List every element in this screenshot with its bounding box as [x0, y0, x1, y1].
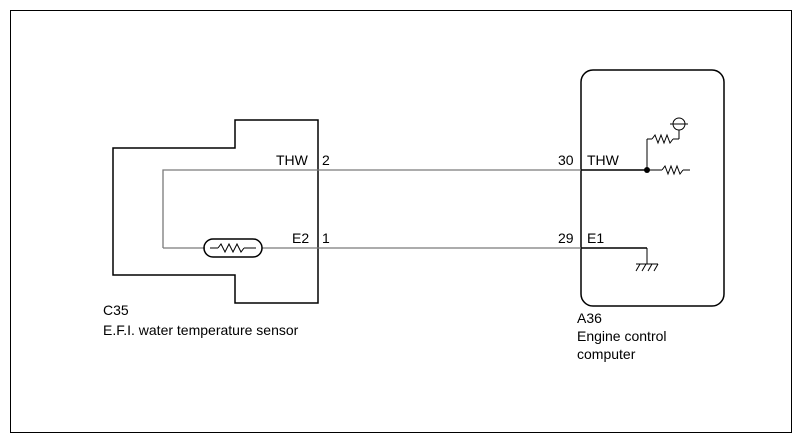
sensor-code: C35 [103, 302, 129, 318]
ground-icon [581, 247, 659, 272]
ecu-internal-thw-circuit [581, 117, 690, 176]
thermistor-icon [203, 238, 263, 258]
sensor-pin-thw-signal: THW [276, 152, 309, 168]
load-resistor-icon [661, 164, 684, 176]
ecu-box [580, 69, 725, 307]
ecu-pin-e1-number: 29 [558, 230, 574, 246]
sensor-name: E.F.I. water temperature sensor [103, 322, 299, 338]
ecu-pin-e1-signal: E1 [587, 230, 604, 246]
ecu-name-line2: computer [577, 346, 636, 362]
ecu-pin-thw-signal: THW [587, 152, 620, 168]
pullup-resistor-icon [651, 133, 674, 145]
sensor-pin-thw-number: 2 [322, 152, 330, 168]
thw-wire [162, 169, 581, 248]
ecu-pin-thw-number: 30 [558, 152, 574, 168]
ecu-name-line1: Engine control [577, 328, 667, 344]
sensor-pin-e2-signal: E2 [292, 230, 309, 246]
ecu-code: A36 [577, 310, 602, 326]
sensor-housing [112, 119, 319, 304]
diagram-frame [10, 10, 792, 433]
sensor-pin-e2-number: 1 [322, 230, 330, 246]
